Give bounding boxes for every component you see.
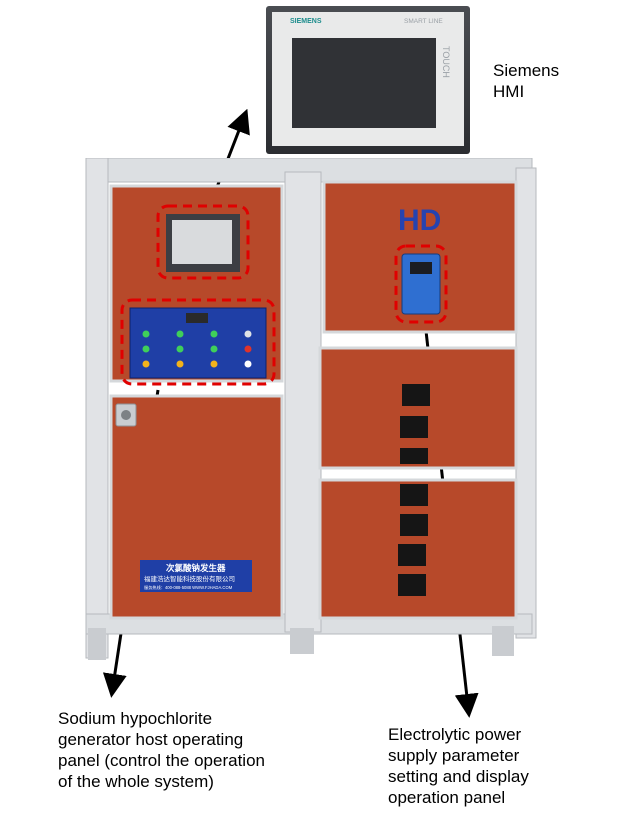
highlight-control-plate: [120, 298, 276, 386]
hmi-side-label: TOUCH: [441, 46, 451, 78]
callout-host-line: of the whole system): [58, 772, 214, 791]
nameplate-title: 次氯酸钠发生器: [166, 563, 226, 573]
callout-power-line: supply parameter: [388, 746, 520, 765]
callout-host-panel: Sodium hypochlorite generator host opera…: [58, 708, 265, 792]
highlight-hmi: [156, 204, 250, 280]
cabinet-logo: HD: [398, 204, 441, 237]
callout-host-line: panel (control the operation: [58, 751, 265, 770]
callout-host-line: generator host operating: [58, 730, 244, 749]
callout-power-line: operation panel: [388, 788, 506, 807]
highlight-power-supply: [394, 244, 448, 324]
control-lights: [142, 330, 252, 368]
callout-hmi-line: Siemens: [493, 61, 560, 80]
panel-hmi-screen: [172, 220, 232, 264]
cabinet: HD 次氯酸钠发生器 福建浩达智能科技股份有限公司 服务热线：400-088-5…: [85, 158, 537, 660]
vent-slots: [398, 384, 430, 596]
foot-left: [88, 628, 106, 660]
callout-hmi-line: HMI: [493, 82, 525, 101]
nameplate-company: 福建浩达智能科技股份有限公司: [144, 574, 235, 583]
frame-mid-post: [284, 171, 322, 633]
nameplate-hotline: 服务热线：400-088-5088 WWW.FJHADA.COM: [144, 584, 233, 591]
hmi-screen[interactable]: [292, 38, 436, 128]
frame-right: [515, 167, 537, 639]
callout-power-line: Electrolytic power: [388, 725, 522, 744]
callout-host-line: Sodium hypochlorite: [58, 709, 213, 728]
hmi-brand: SIEMENS: [290, 18, 322, 25]
frame-left: [85, 158, 109, 659]
power-supply-display: [410, 262, 432, 274]
nameplate: [140, 560, 252, 592]
callout-hmi: Siemens HMI: [493, 60, 559, 102]
hmi-series: SMART LINE: [404, 18, 443, 25]
callout-power-line: setting and display: [388, 767, 529, 786]
callout-power-panel: Electrolytic power supply parameter sett…: [388, 724, 529, 808]
foot-mid: [290, 628, 314, 654]
hmi-closeup: SIEMENS SMART LINE TOUCH: [266, 6, 470, 154]
foot-right: [492, 626, 514, 656]
control-display: [186, 313, 208, 323]
